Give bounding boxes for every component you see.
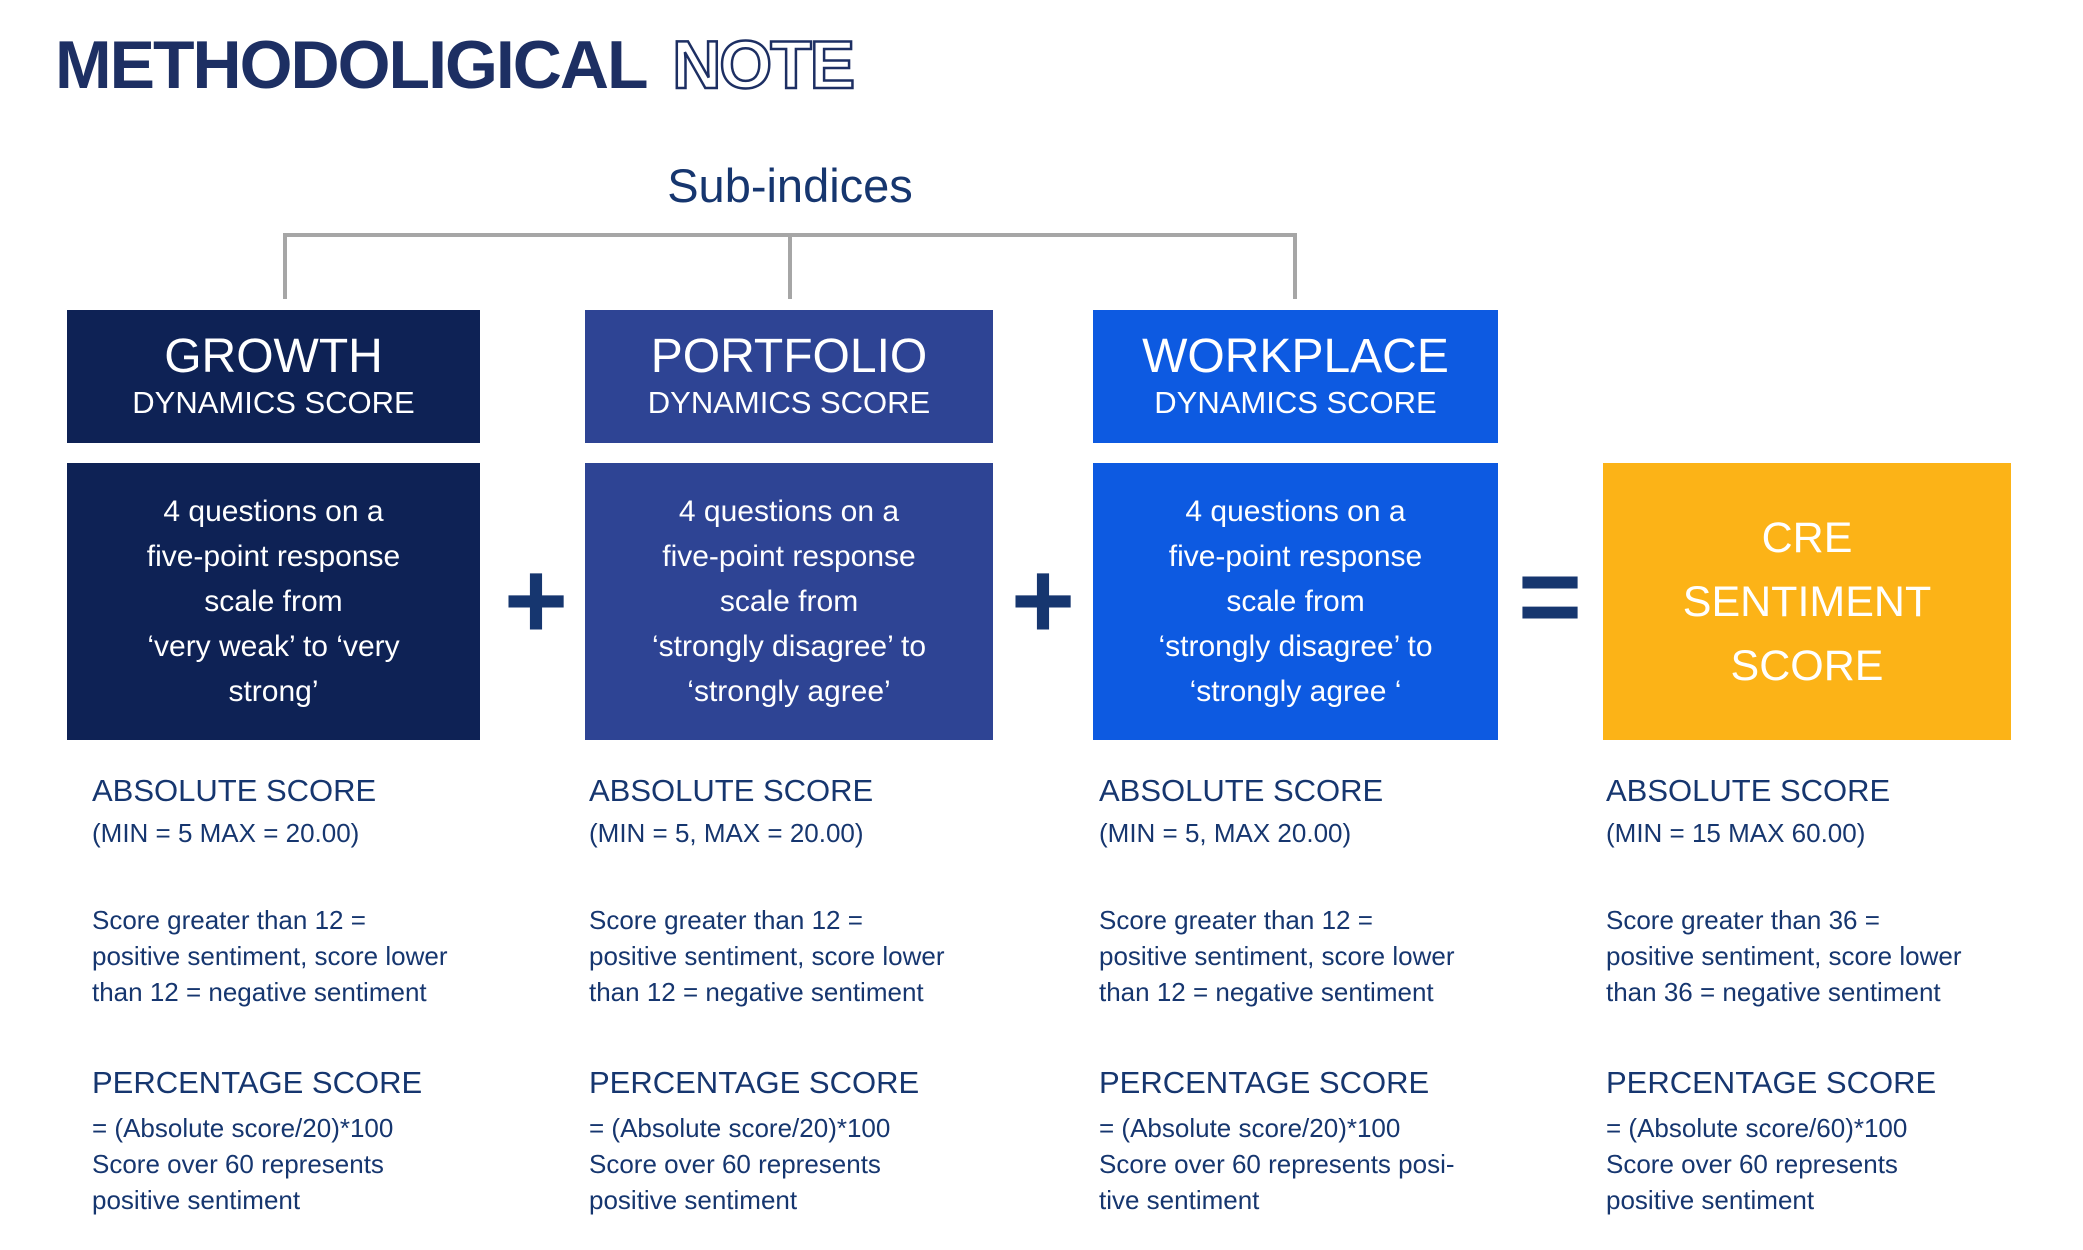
page-title-main: METHODOLIGICAL — [55, 27, 647, 103]
portfolio-absolute-score-heading: ABSOLUTE SCORE — [589, 773, 874, 808]
workplace-description-box: 4 questions on a five-point response sca… — [1093, 463, 1498, 740]
growth-absolute-score-heading: ABSOLUTE SCORE — [92, 773, 377, 808]
result-percentage-score-block: PERCENTAGE SCORE = (Absolute score/60)*1… — [1606, 1064, 2016, 1218]
portfolio-percentage-score-heading: PERCENTAGE SCORE — [589, 1065, 920, 1100]
growth-percentage-score-note: Score over 60 represents positive sentim… — [92, 1149, 384, 1215]
portfolio-header-title: PORTFOLIO — [650, 329, 928, 383]
plus-operator-2: + — [1010, 539, 1076, 662]
bracket-vertical-line-center — [788, 233, 792, 299]
plus-operator-1: + — [503, 539, 569, 662]
sub-indices-label: Sub-indices — [667, 159, 913, 212]
portfolio-percentage-score-note: Score over 60 represents positive sentim… — [589, 1149, 881, 1215]
growth-absolute-score-range: (MIN = 5 MAX = 20.00) — [92, 818, 360, 848]
workplace-percentage-score-formula: = (Absolute score/20)*100 — [1099, 1113, 1401, 1143]
workplace-percentage-score-note: Score over 60 represents posi- tive sent… — [1099, 1149, 1455, 1215]
growth-header-box: GROWTH DYNAMICS SCORE — [67, 310, 480, 443]
workplace-percentage-score-heading: PERCENTAGE SCORE — [1099, 1065, 1430, 1100]
bracket-vertical-line-left — [283, 233, 287, 299]
growth-header-subtitle: DYNAMICS SCORE — [132, 384, 415, 420]
workplace-absolute-score-heading: ABSOLUTE SCORE — [1099, 773, 1384, 808]
cre-sentiment-score-box: CRE SENTIMENT SCORE — [1603, 463, 2011, 740]
workplace-absolute-score-range: (MIN = 5, MAX 20.00) — [1099, 818, 1352, 848]
portfolio-percentage-score-formula: = (Absolute score/20)*100 — [589, 1113, 891, 1143]
growth-percentage-score-heading: PERCENTAGE SCORE — [92, 1065, 423, 1100]
portfolio-description-box: 4 questions on a five-point response sca… — [585, 463, 993, 740]
result-absolute-score-note: Score greater than 36 = positive sentime… — [1606, 905, 1962, 1007]
result-percentage-score-note: Score over 60 represents positive sentim… — [1606, 1149, 1898, 1215]
workplace-header-box: WORKPLACE DYNAMICS SCORE — [1093, 310, 1498, 443]
growth-percentage-score-block: PERCENTAGE SCORE = (Absolute score/20)*1… — [92, 1064, 502, 1218]
portfolio-absolute-score-note: Score greater than 12 = positive sentime… — [589, 905, 945, 1007]
growth-absolute-score-block: ABSOLUTE SCORE (MIN = 5 MAX = 20.00) Sco… — [92, 772, 502, 1010]
workplace-absolute-score-note: Score greater than 12 = positive sentime… — [1099, 905, 1455, 1007]
workplace-header-subtitle: DYNAMICS SCORE — [1154, 384, 1437, 420]
bracket-vertical-line-right — [1293, 233, 1297, 299]
workplace-header-title: WORKPLACE — [1142, 329, 1449, 383]
portfolio-absolute-score-range: (MIN = 5, MAX = 20.00) — [589, 818, 864, 848]
equals-operator: = — [1517, 535, 1583, 658]
workplace-absolute-score-block: ABSOLUTE SCORE (MIN = 5, MAX 20.00) Scor… — [1099, 772, 1509, 1010]
result-absolute-score-heading: ABSOLUTE SCORE — [1606, 773, 1891, 808]
result-absolute-score-block: ABSOLUTE SCORE (MIN = 15 MAX 60.00) Scor… — [1606, 772, 2016, 1010]
portfolio-percentage-score-block: PERCENTAGE SCORE = (Absolute score/20)*1… — [589, 1064, 999, 1218]
growth-description-box: 4 questions on a five-point response sca… — [67, 463, 480, 740]
workplace-percentage-score-block: PERCENTAGE SCORE = (Absolute score/20)*1… — [1099, 1064, 1509, 1218]
result-percentage-score-heading: PERCENTAGE SCORE — [1606, 1065, 1937, 1100]
growth-header-title: GROWTH — [164, 329, 383, 383]
page-title: METHODOLIGICAL NOTE — [55, 26, 856, 105]
result-absolute-score-range: (MIN = 15 MAX 60.00) — [1606, 818, 1866, 848]
portfolio-header-subtitle: DYNAMICS SCORE — [647, 384, 931, 420]
growth-percentage-score-formula: = (Absolute score/20)*100 — [92, 1113, 394, 1143]
portfolio-absolute-score-block: ABSOLUTE SCORE (MIN = 5, MAX = 20.00) Sc… — [589, 772, 999, 1010]
growth-absolute-score-note: Score greater than 12 = positive sentime… — [92, 905, 448, 1007]
result-percentage-score-formula: = (Absolute score/60)*100 — [1606, 1113, 1908, 1143]
portfolio-header-box: PORTFOLIO DYNAMICS SCORE — [585, 310, 993, 443]
page-title-accent: NOTE — [671, 26, 856, 105]
